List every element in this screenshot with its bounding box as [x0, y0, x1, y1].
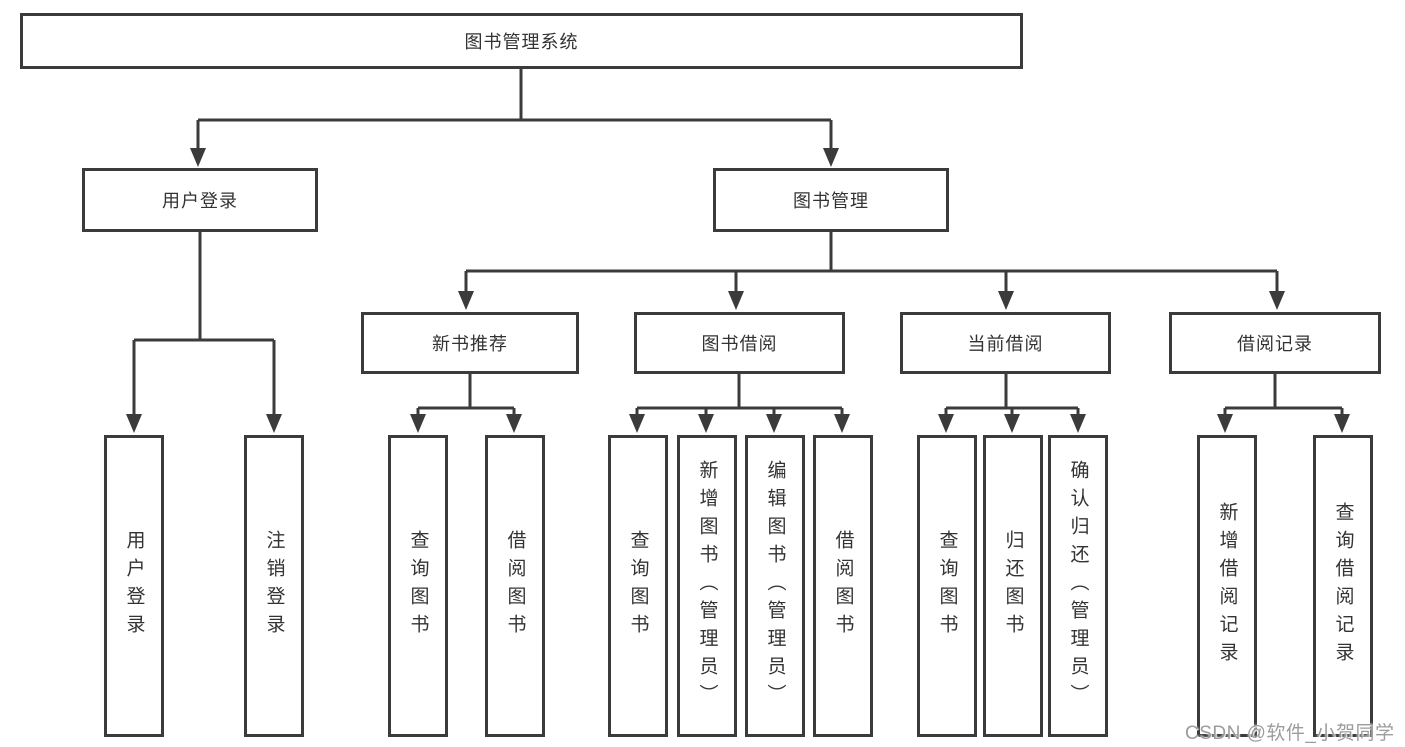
leaf-label: 新增图书（管理员） — [696, 460, 718, 712]
leaf-node-query-book-current: 查询图书 — [917, 435, 977, 737]
leaf-label: 查询图书 — [936, 530, 958, 642]
leaf-node-query-book-recommend: 查询图书 — [388, 435, 448, 737]
leaf-node-borrow-book: 借阅图书 — [813, 435, 873, 737]
leaf-label: 归还图书 — [1002, 530, 1024, 642]
leaf-label: 借阅图书 — [832, 530, 854, 642]
leaf-node-confirm-return-admin: 确认归还（管理员） — [1048, 435, 1108, 737]
node-label: 新书推荐 — [432, 334, 508, 354]
node-root-library-system: 图书管理系统 — [20, 13, 1023, 69]
leaf-label: 用户登录 — [123, 530, 145, 642]
node-label: 图书管理系统 — [464, 32, 579, 52]
leaf-label: 查询图书 — [627, 530, 649, 642]
node-book-borrow: 图书借阅 — [634, 312, 845, 374]
node-label: 图书借阅 — [701, 334, 778, 354]
leaf-label: 注销登录 — [263, 530, 285, 642]
leaf-label: 查询借阅记录 — [1332, 502, 1354, 670]
leaf-label: 新增借阅记录 — [1216, 502, 1238, 670]
leaf-node-query-book-borrow: 查询图书 — [608, 435, 668, 737]
node-label: 用户登录 — [162, 191, 238, 211]
leaf-node-user-login: 用户登录 — [104, 435, 164, 737]
leaf-node-add-book-admin: 新增图书（管理员） — [677, 435, 737, 737]
leaf-node-query-borrow-record: 查询借阅记录 — [1313, 435, 1373, 737]
node-label: 借阅记录 — [1237, 334, 1313, 354]
leaf-label: 借阅图书 — [504, 530, 526, 642]
csdn-watermark: CSDN @软件_小贺同学 — [1185, 723, 1395, 744]
leaf-label: 编辑图书（管理员） — [764, 460, 786, 712]
node-book-management: 图书管理 — [713, 168, 949, 232]
leaf-node-borrow-book-recommend: 借阅图书 — [485, 435, 545, 737]
leaf-node-edit-book-admin: 编辑图书（管理员） — [745, 435, 805, 737]
leaf-node-return-book: 归还图书 — [983, 435, 1043, 737]
node-new-book-recommend: 新书推荐 — [361, 312, 579, 374]
node-label: 图书管理 — [793, 191, 869, 211]
leaf-label: 查询图书 — [407, 530, 429, 642]
leaf-label: 确认归还（管理员） — [1067, 460, 1089, 712]
node-current-borrow: 当前借阅 — [900, 312, 1111, 374]
node-user-login: 用户登录 — [82, 168, 318, 232]
leaf-node-add-borrow-record: 新增借阅记录 — [1197, 435, 1257, 737]
node-borrow-records: 借阅记录 — [1169, 312, 1381, 374]
leaf-node-logout: 注销登录 — [244, 435, 304, 737]
node-label: 当前借阅 — [967, 334, 1044, 354]
